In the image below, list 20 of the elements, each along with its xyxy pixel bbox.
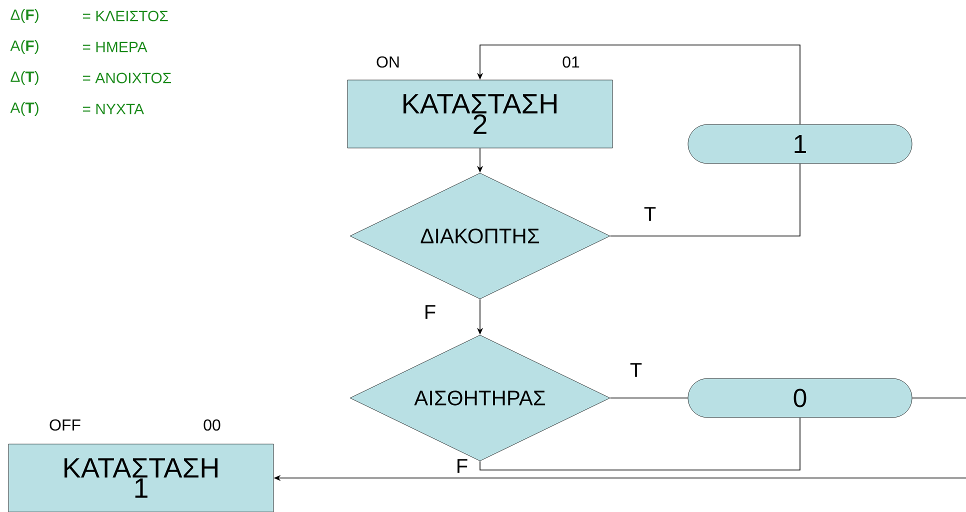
state-box: ΚΑΤΑΣΤΑΣΗ 1 bbox=[8, 444, 274, 512]
legend-text: Δ(T) bbox=[10, 71, 38, 85]
legend-text: = ΗΜΕΡΑ bbox=[82, 42, 148, 52]
legend-text: = ΝΥΧΤΑ bbox=[82, 104, 144, 114]
edge-label: T bbox=[644, 207, 656, 221]
legend-text: Δ(F) bbox=[10, 9, 38, 23]
state-label: 01 bbox=[562, 56, 580, 68]
legend-text: Α(T) bbox=[10, 102, 38, 116]
legend-text: Α(F) bbox=[10, 40, 38, 54]
connector bbox=[480, 417, 800, 470]
state-label: OFF bbox=[50, 419, 80, 431]
edge-label: F bbox=[458, 459, 468, 473]
edge-label: F bbox=[426, 305, 436, 319]
state-label: ON bbox=[376, 56, 399, 68]
legend-text: = ΚΛΕΙΣΤΟΣ bbox=[82, 10, 168, 22]
state-box: ΚΑΤΑΣΤΑΣΗ 2 bbox=[347, 80, 613, 148]
edge-label: T bbox=[630, 363, 642, 377]
state-label: 00 bbox=[204, 419, 220, 431]
connector bbox=[610, 163, 800, 236]
legend-text: = ΑΝΟΙΧΤΟΣ bbox=[82, 72, 172, 84]
